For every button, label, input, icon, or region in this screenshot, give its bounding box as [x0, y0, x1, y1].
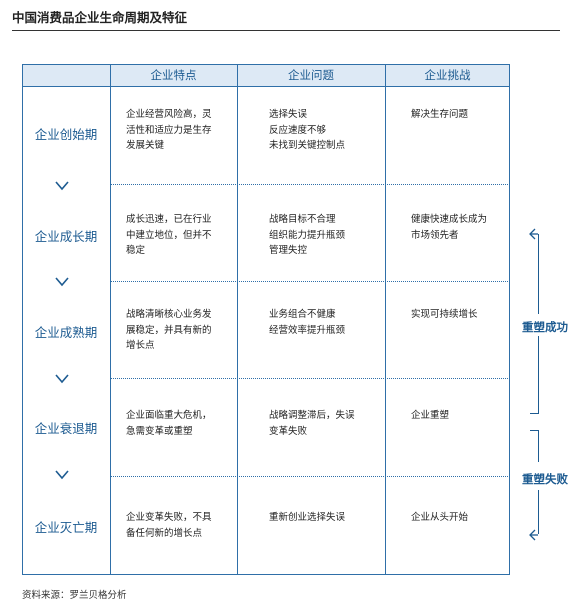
bracket-line — [538, 234, 539, 314]
cell-line: 解决生存问题 — [411, 109, 469, 120]
column-header-challenges: 企业挑战 — [424, 68, 471, 82]
cell-line: 业务组合不健康 — [269, 309, 336, 320]
problems-cell: 选择失误 反应速度不够 未找到关键控制点 — [269, 107, 345, 154]
cell-line: 重新创业选择失误 — [269, 512, 346, 523]
bracket-line — [538, 430, 539, 462]
cell-line: 企业变革失败，不具 — [126, 512, 212, 523]
challenges-cell: 企业重塑 — [411, 408, 449, 424]
row-divider — [110, 378, 510, 379]
chevron-down-icon — [55, 181, 69, 191]
problems-cell: 重新创业选择失误 — [269, 510, 345, 526]
cell-line: 活性和适应力是生存 — [126, 124, 212, 136]
cell-line: 经营效率提升瓶颈 — [269, 324, 346, 336]
cell-line: 战略调整滞后，失误 — [269, 410, 355, 421]
chevron-down-icon — [55, 277, 69, 287]
row-divider — [110, 476, 510, 477]
cell-line: 稳定 — [126, 245, 146, 256]
column-divider — [110, 64, 111, 575]
row-divider — [110, 184, 510, 185]
features-cell: 企业变革失败，不具 备任何新的增长点 — [126, 510, 212, 541]
problems-cell: 战略调整滞后，失误 变革失败 — [269, 408, 355, 439]
chevron-down-icon — [55, 374, 69, 384]
cell-line: 企业从头开始 — [411, 512, 469, 523]
column-header-problems: 企业问题 — [288, 68, 334, 82]
bracket-line — [538, 336, 539, 414]
cell-line: 战略清晰核心业务发 — [126, 309, 212, 320]
label-rebuild-success: 重塑成功 — [522, 320, 568, 334]
cell-line: 实现可持续增长 — [411, 309, 478, 320]
features-cell: 企业面临重大危机， 急需变革或重塑 — [126, 408, 212, 439]
chevron-down-icon — [55, 470, 69, 480]
bracket-cap — [530, 430, 539, 431]
cell-line: 组织能力提升瓶颈 — [269, 229, 346, 241]
header-divider — [23, 86, 509, 87]
challenges-cell: 健康快速成长成为 市场领先者 — [411, 212, 487, 243]
bracket-line — [538, 490, 539, 534]
title-rule — [12, 30, 560, 31]
cell-line: 反应速度不够 — [269, 124, 327, 136]
cell-line: 管理失控 — [269, 245, 308, 256]
features-cell: 企业经营风险高，灵 活性和适应力是生存 发展关键 — [126, 107, 212, 154]
column-header-features: 企业特点 — [150, 68, 197, 82]
arrow-left-icon — [529, 228, 538, 240]
problems-cell: 战略目标不合理 组织能力提升瓶颈 管理失控 — [269, 212, 345, 259]
cell-line: 展稳定，并具有新的 — [126, 324, 212, 336]
label-rebuild-failure: 重塑失败 — [522, 472, 568, 486]
table-header-background — [23, 65, 509, 86]
problems-cell: 业务组合不健康 经营效率提升瓶颈 — [269, 307, 345, 338]
bracket-cap — [530, 413, 539, 414]
cell-line: 发展关键 — [126, 140, 165, 151]
column-divider — [385, 64, 386, 575]
row-divider — [110, 281, 510, 282]
challenges-cell: 解决生存问题 — [411, 107, 468, 123]
challenges-cell: 企业从头开始 — [411, 510, 468, 526]
source-note: 资料来源：罗兰贝格分析 — [22, 590, 127, 601]
stage-demise: 企业灭亡期 — [34, 520, 98, 535]
cell-line: 急需变革或重塑 — [126, 425, 193, 437]
stage-growth: 企业成长期 — [34, 229, 98, 244]
cell-line: 企业经营风险高，灵 — [126, 109, 212, 120]
cell-line: 备任何新的增长点 — [126, 527, 203, 539]
cell-line: 健康快速成长成为 — [411, 214, 488, 225]
cell-line: 战略目标不合理 — [269, 214, 336, 225]
cell-line: 企业重塑 — [411, 410, 450, 421]
page-title: 中国消费品企业生命周期及特征 — [12, 10, 188, 25]
cell-line: 未找到关键控制点 — [269, 140, 346, 151]
column-divider — [237, 64, 238, 575]
lifecycle-table — [22, 64, 510, 575]
stage-decline: 企业衰退期 — [34, 421, 98, 436]
cell-line: 成长迅速，已在行业 — [126, 214, 212, 225]
stage-maturity: 企业成熟期 — [34, 325, 98, 340]
features-cell: 成长迅速，已在行业 中建立地位，但并不 稳定 — [126, 212, 212, 259]
cell-line: 选择失误 — [269, 109, 308, 120]
stage-startup: 企业创始期 — [34, 127, 98, 142]
cell-line: 增长点 — [126, 340, 155, 351]
cell-line: 市场领先者 — [411, 229, 459, 241]
arrow-left-icon — [529, 529, 538, 541]
cell-line: 变革失败 — [269, 425, 308, 437]
cell-line: 企业面临重大危机， — [126, 410, 212, 421]
cell-line: 中建立地位，但并不 — [126, 229, 212, 241]
challenges-cell: 实现可持续增长 — [411, 307, 478, 323]
features-cell: 战略清晰核心业务发 展稳定，并具有新的 增长点 — [126, 307, 212, 354]
